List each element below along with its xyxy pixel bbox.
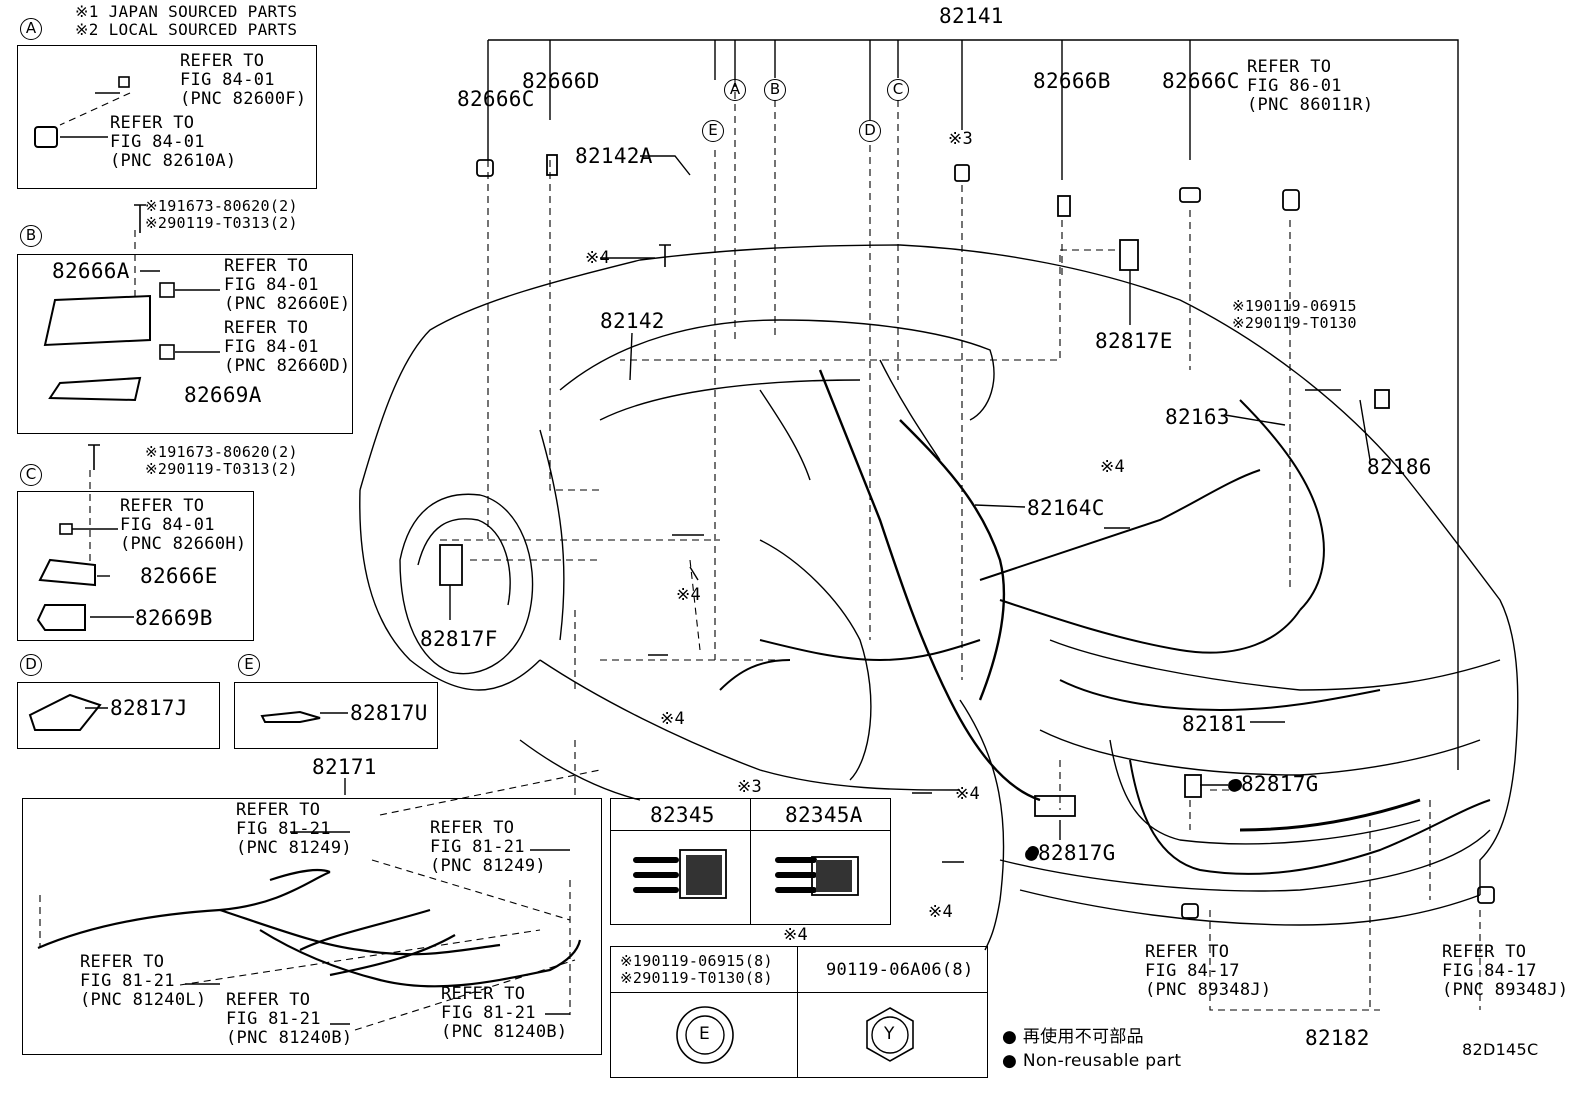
circle-C-main: C bbox=[887, 79, 909, 101]
inset-82171-box bbox=[22, 798, 602, 1055]
part-82171: 82171 bbox=[312, 755, 377, 779]
part-82666D: 82666D bbox=[522, 69, 600, 93]
inset-c-letter: C bbox=[20, 464, 42, 486]
japan-note: ※1 JAPAN SOURCED PARTS bbox=[75, 2, 298, 21]
circle-B-main: B bbox=[764, 79, 786, 101]
inset-82171-ref5: REFER TO FIG 81-21 (PNC 81240B) bbox=[441, 984, 568, 1042]
inset-82171-ref3: REFER TO FIG 81-21 (PNC 81240L) bbox=[80, 952, 207, 1010]
circle-D-main: D bbox=[859, 120, 881, 142]
mark4-bolt-top: ※4 bbox=[585, 248, 611, 268]
part-82164C: 82164C bbox=[1027, 496, 1105, 520]
part-82182: 82182 bbox=[1305, 1026, 1370, 1050]
table3-mark: ※3 bbox=[737, 777, 763, 797]
part-82817G-right: ●82817G bbox=[1228, 772, 1319, 796]
part-82186: 82186 bbox=[1367, 455, 1432, 479]
inset-e-box bbox=[234, 682, 438, 749]
inset-b-ref2: REFER TO FIG 84-01 (PNC 82660D) bbox=[224, 318, 351, 376]
inset-b-ref1: REFER TO FIG 84-01 (PNC 82660E) bbox=[224, 256, 351, 314]
part-82817G-left: ●82817G bbox=[1025, 841, 1116, 865]
mark4-left-mid: ※4 bbox=[676, 585, 702, 605]
mark4-mid-right: ※4 bbox=[1100, 457, 1126, 477]
inset-e-letter: E bbox=[238, 654, 260, 676]
ref-84-17-right: REFER TO FIG 84-17 (PNC 89348J) bbox=[1442, 942, 1569, 1000]
table4-header-rule bbox=[610, 992, 988, 993]
part-82142: 82142 bbox=[600, 309, 665, 333]
inset-82171-ref2: REFER TO FIG 81-21 (PNC 81249) bbox=[430, 818, 546, 876]
part-82669A: 82669A bbox=[184, 383, 262, 407]
circle-A-main: A bbox=[724, 79, 746, 101]
mark3-main: ※3 bbox=[948, 129, 974, 149]
table4-col1: ※190119-06915(8) ※290119-T0130(8) bbox=[620, 952, 773, 987]
inset-a-ref1: REFER TO FIG 84-01 (PNC 82600F) bbox=[180, 51, 307, 109]
legend-en: ● Non-reusable part bbox=[1002, 1051, 1182, 1071]
bolt-right: ※190119-06915 ※290119-T0130 bbox=[1232, 297, 1357, 332]
mark4-bolt-center: ※4 bbox=[955, 784, 981, 804]
part-82817J: 82817J bbox=[110, 696, 188, 720]
part-82817E: 82817E bbox=[1095, 329, 1173, 353]
legend-jp: ● 再使用不可部品 bbox=[1002, 1027, 1144, 1047]
inset-d-letter: D bbox=[20, 654, 42, 676]
table3-col-rule bbox=[750, 798, 751, 925]
part-82666C-left: 82666C bbox=[457, 87, 535, 111]
part-82666E: 82666E bbox=[140, 564, 218, 588]
part-82666A: 82666A bbox=[52, 259, 130, 283]
inset-c-bolt: ※191673-80620(2) ※290119-T0313(2) bbox=[145, 443, 298, 478]
ref-86-01: REFER TO FIG 86-01 (PNC 86011R) bbox=[1247, 57, 1374, 115]
inset-d-box bbox=[17, 682, 220, 749]
part-82181: 82181 bbox=[1182, 712, 1247, 736]
inset-a-ref2: REFER TO FIG 84-01 (PNC 82610A) bbox=[110, 113, 237, 171]
table4-mark: ※4 bbox=[783, 925, 809, 945]
inset-82171-ref1: REFER TO FIG 81-21 (PNC 81249) bbox=[236, 800, 352, 858]
inset-c-box bbox=[17, 491, 254, 641]
table4-sym-y: Y bbox=[884, 1024, 895, 1044]
part-82666B: 82666B bbox=[1033, 69, 1111, 93]
inset-82171-ref4: REFER TO FIG 81-21 (PNC 81240B) bbox=[226, 990, 353, 1048]
figure-code: 82D145C bbox=[1462, 1040, 1539, 1059]
inset-b-bolt: ※191673-80620(2) ※290119-T0313(2) bbox=[145, 197, 298, 232]
part-82817F: 82817F bbox=[420, 627, 498, 651]
part-82666C-right: 82666C bbox=[1162, 69, 1240, 93]
ref-84-17-left: REFER TO FIG 84-17 (PNC 89348J) bbox=[1145, 942, 1272, 1000]
table4-box bbox=[610, 946, 988, 1078]
part-82142A: 82142A bbox=[575, 144, 653, 168]
part-82141: 82141 bbox=[939, 4, 1004, 28]
inset-c-ref1: REFER TO FIG 84-01 (PNC 82660H) bbox=[120, 496, 247, 554]
table3-col2: 82345A bbox=[785, 803, 863, 827]
part-82817U: 82817U bbox=[350, 701, 428, 725]
mark4-bolt-lower: ※4 bbox=[928, 902, 954, 922]
table4-col-rule bbox=[797, 946, 798, 1078]
inset-b-box bbox=[17, 254, 353, 434]
inset-a-letter: A bbox=[20, 18, 42, 40]
inset-b-letter: B bbox=[20, 225, 42, 247]
part-82669B: 82669B bbox=[135, 606, 213, 630]
part-82163: 82163 bbox=[1165, 405, 1230, 429]
inset-a-box bbox=[17, 45, 317, 189]
table3-col1: 82345 bbox=[650, 803, 715, 827]
circle-E-main: E bbox=[702, 120, 724, 142]
mark4-left-low: ※4 bbox=[660, 709, 686, 729]
local-note: ※2 LOCAL SOURCED PARTS bbox=[75, 20, 298, 39]
table4-col2: 90119-06A06(8) bbox=[826, 960, 974, 980]
table4-sym-e: E bbox=[699, 1024, 711, 1044]
